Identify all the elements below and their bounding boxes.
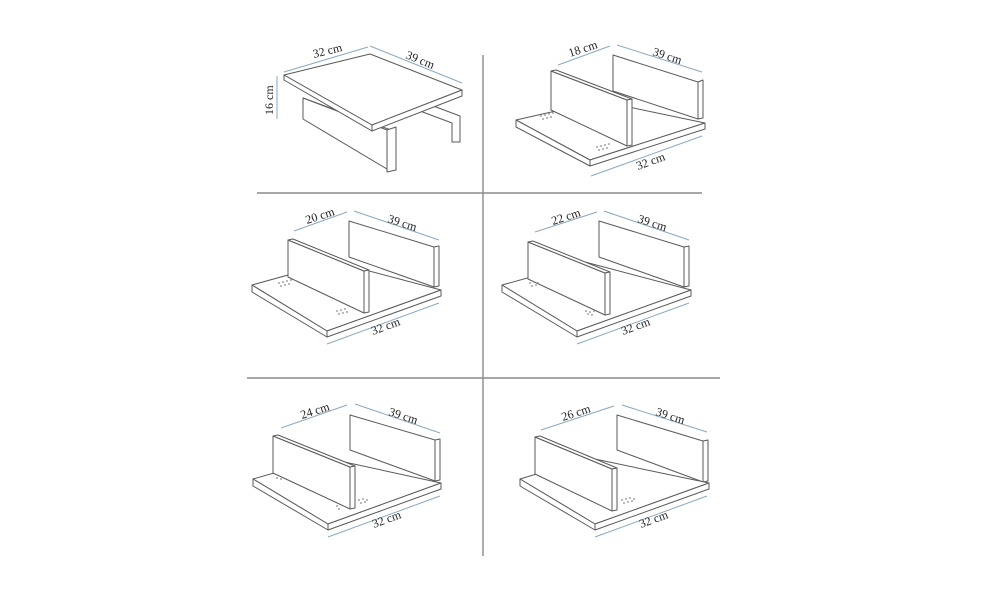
back-wall-edge [697,79,704,120]
label-gap: 24 cm [299,399,332,422]
dim-line-width [327,495,441,538]
label-height: 16 cm [262,85,276,115]
label-front: 32 cm [311,40,344,61]
dim-line-side [603,210,690,241]
dim-line-width [594,495,708,538]
panel-config-24: 24 cm 39 cm 32 cm [252,399,442,538]
label-gap: 22 cm [550,205,583,228]
dim-line-width [590,135,703,177]
dim-line-gap [293,211,348,232]
back-wall-edge [702,439,709,483]
label-gap: 18 cm [567,37,600,60]
front-divider-edge [611,467,618,512]
screw-holes [278,279,348,315]
front-divider-edge [349,465,356,510]
base-side-edge [594,482,710,531]
label-side: 39 cm [386,212,419,235]
screw-holes [529,281,595,316]
dim-line-side [354,403,441,434]
label-gap: 20 cm [304,204,337,227]
dim-line-width [326,302,440,345]
panel-stand-assembled: 32 cm 39 cm 16 cm [262,40,463,173]
base-side-edge [589,122,706,167]
base-side-edge [576,289,692,338]
label-side: 39 cm [404,48,437,72]
label-gap: 26 cm [560,401,593,424]
front-divider-edge [363,269,370,314]
screw-holes [540,112,610,151]
label-side: 39 cm [387,405,420,428]
dim-line-side [616,44,703,73]
base-side-edge [327,482,442,531]
stand-top-side-edge [371,89,463,132]
screw-holes [276,477,368,510]
label-side: 39 cm [651,45,684,68]
dim-line-side [621,404,708,433]
label-side: 39 cm [654,405,687,428]
panel-config-20: 20 cm 39 cm 32 cm [251,204,442,345]
stand-front-leg [386,126,397,173]
dim-line-front [283,46,369,73]
back-wall-edge [683,245,690,288]
screw-holes [621,497,635,504]
dim-line-gap [534,211,598,233]
panel-config-18: 18 cm 39 cm 32 cm [515,37,706,177]
label-side: 39 cm [636,212,669,235]
back-wall-edge [433,245,440,288]
panel-config-22: 22 cm 39 cm 32 cm [501,205,692,345]
label-width: 32 cm [634,149,667,173]
dim-line-gap [540,405,615,431]
dim-line-gap [557,45,611,66]
base-side-edge [326,289,442,338]
front-divider-edge [626,98,633,147]
dim-line-side [353,210,440,241]
dim-line-side [369,45,463,84]
dim-line-width [576,302,690,345]
back-wall-edge [434,438,441,482]
front-divider-edge [604,271,611,316]
panel-config-26: 26 cm 39 cm 32 cm [519,401,710,538]
dim-line-gap [280,404,348,429]
